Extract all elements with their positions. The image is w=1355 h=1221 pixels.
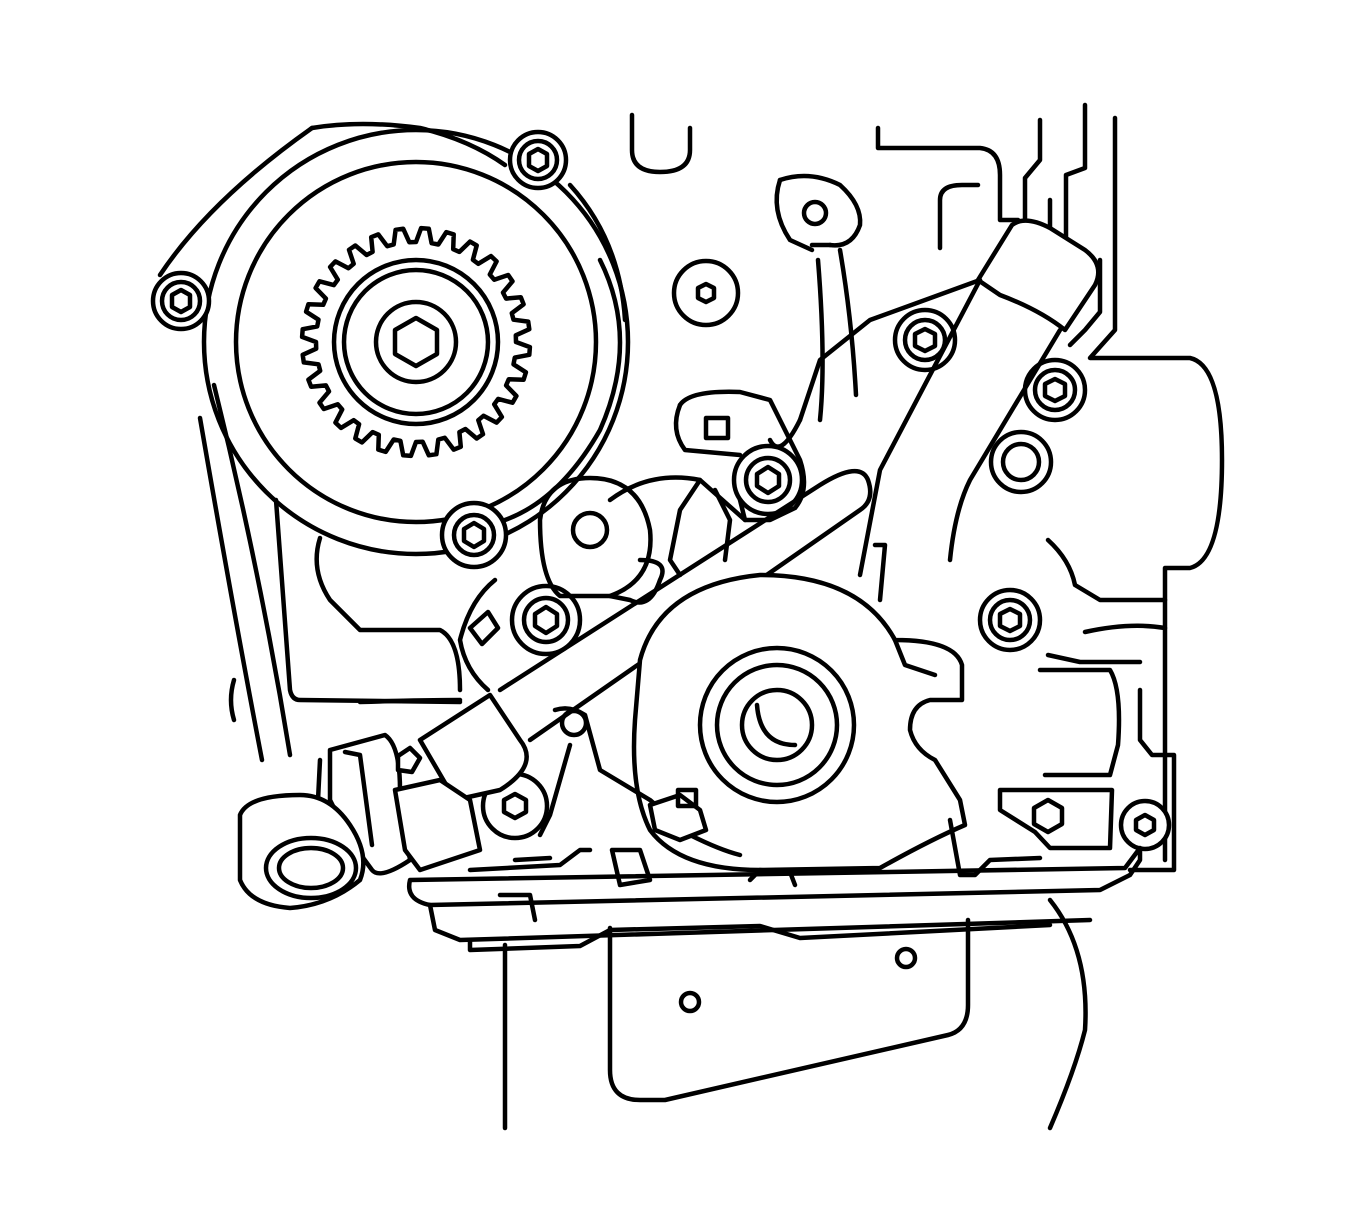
bolt-lower-right <box>1031 797 1065 835</box>
oil-pipe-upper <box>857 218 1101 603</box>
bracket-square-hole <box>703 415 731 441</box>
oil-pipe-lower <box>497 277 983 743</box>
bolt-far-right <box>1118 798 1172 852</box>
oil-pan-rail <box>406 817 1143 953</box>
mounting-bolts <box>150 129 1172 852</box>
bolt-lower-center <box>509 583 583 657</box>
bolt-mid-left <box>439 500 509 570</box>
oil-pump <box>631 572 968 873</box>
crank-bolt-hex <box>392 315 440 369</box>
bolt-center-mid <box>731 443 805 517</box>
pipe-end-cap <box>975 218 1101 333</box>
plate-hole-right <box>894 946 918 970</box>
bracket-diamond-hole <box>467 609 501 647</box>
bolt-center-small <box>671 258 741 328</box>
sensor-assembly <box>237 692 529 911</box>
bolt-top-center <box>507 129 569 191</box>
lower-cover-plate <box>607 917 971 1103</box>
bolt-right-top <box>892 307 958 373</box>
crankshaft-pulley <box>201 121 631 557</box>
sensor-nut <box>395 745 423 775</box>
bolt-right-mid <box>988 429 1054 495</box>
plate-hole-left <box>678 990 702 1014</box>
timing-sprocket-teeth <box>299 225 533 459</box>
bolt-right-lower <box>977 587 1043 653</box>
mounting-bracket <box>457 389 807 693</box>
top-fitting <box>777 173 863 248</box>
strainer-bracket <box>537 667 1122 858</box>
bolt-top-left <box>150 270 212 332</box>
engine-block-outline <box>157 102 1225 1131</box>
